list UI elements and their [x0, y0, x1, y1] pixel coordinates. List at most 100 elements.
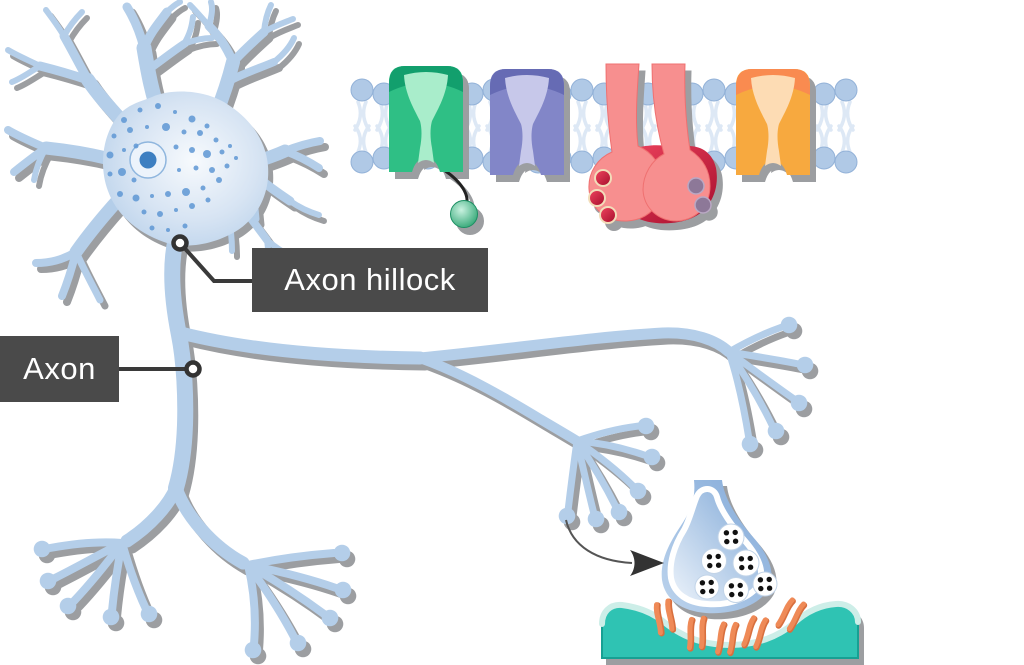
phospholipid-head — [834, 150, 858, 174]
receptor-prong — [653, 602, 663, 636]
nissl-speckle — [121, 117, 127, 123]
synaptic-vesicle — [694, 574, 720, 600]
neuron-process — [61, 9, 85, 39]
neuron-process — [14, 69, 48, 91]
purple-ion-channel-icon-pore — [505, 75, 549, 166]
axon-hillock-marker-dot — [171, 234, 189, 252]
receptor-icon — [653, 598, 677, 637]
synaptic-vesicles — [694, 523, 778, 603]
nissl-speckle — [173, 110, 177, 114]
nissl-speckle — [197, 130, 203, 136]
terminal-bouton — [33, 540, 51, 558]
nissl-speckle — [177, 168, 181, 172]
neuron-process — [43, 7, 67, 39]
nissl-speckle — [165, 191, 171, 197]
nissl-speckle — [137, 107, 143, 113]
receptor-icon — [741, 615, 770, 651]
green-ion-channel-icon — [389, 66, 463, 172]
neuron-process — [9, 63, 43, 85]
red-ion-channel-icon — [588, 63, 717, 224]
neuron-process — [233, 33, 274, 73]
terminal-bouton — [637, 417, 655, 435]
receptor-prong — [786, 601, 807, 632]
nissl-speckle — [219, 149, 225, 155]
neuron-process — [271, 35, 297, 65]
nissl-speckle — [162, 123, 170, 131]
neurotransmitter-dot — [766, 585, 773, 591]
nissl-speckle — [200, 185, 206, 191]
synaptic-vesicle — [717, 523, 745, 551]
neuron-process — [232, 64, 283, 90]
phospholipid-head — [834, 78, 858, 102]
nissl-speckle — [145, 125, 149, 129]
nissl-speckle — [132, 194, 140, 202]
neurotransmitter-dot — [732, 538, 739, 544]
neurotransmitter-dot — [700, 588, 706, 595]
neuron-process — [118, 539, 150, 613]
neuron-process — [72, 248, 104, 304]
neuron-process — [139, 7, 172, 53]
neuron-process — [228, 27, 269, 67]
dendrites — [4, 0, 803, 648]
neuron-process — [164, 0, 183, 15]
neurotransmitter-dot — [729, 591, 735, 598]
nissl-speckle — [118, 168, 126, 176]
nissl-speckle — [133, 143, 139, 149]
lipid-tail — [353, 124, 363, 154]
nissl-speckle — [141, 209, 147, 215]
receptor-icon — [775, 597, 808, 633]
receptor-prong — [753, 617, 768, 649]
neurotransmitter-dot — [766, 576, 772, 583]
neurotransmitter-dot — [737, 591, 744, 597]
lipid-tail — [581, 124, 591, 154]
orange-ion-channel-icon-pore — [751, 75, 795, 166]
terminal-bouton — [780, 316, 798, 334]
lipid-tail — [845, 124, 855, 154]
synapse-detail — [599, 486, 861, 657]
terminal-bouton — [333, 544, 351, 562]
terminal-bouton — [558, 507, 576, 525]
nissl-speckle — [122, 148, 126, 152]
terminal-bouton — [244, 641, 262, 659]
phospholipid-head — [702, 78, 726, 102]
neurotransmitter-dot — [724, 538, 730, 545]
neuron-process — [186, 41, 220, 53]
axon-hillock-label: Axon hillock — [252, 248, 488, 312]
neurotransmitter-dot — [738, 556, 745, 562]
nissl-speckle — [224, 163, 230, 169]
nissl-speckle — [166, 228, 170, 232]
lipid-tail — [573, 124, 583, 154]
neuron-process — [415, 353, 582, 446]
neuron-process — [174, 326, 427, 365]
nissl-speckle — [213, 137, 219, 143]
synaptic-vesicle — [701, 548, 727, 574]
red-channel-pore — [694, 196, 712, 214]
lipid-tail — [713, 124, 723, 154]
terminal-bouton — [741, 435, 759, 453]
axon-hillock-connector-line — [178, 241, 252, 283]
terminal-bouton — [39, 572, 57, 590]
neuron-process — [244, 561, 328, 618]
neuron-process — [206, 0, 216, 29]
terminal-bouton — [643, 448, 661, 466]
nucleolus — [139, 151, 157, 169]
nissl-speckle — [189, 147, 195, 153]
terminal-bouton — [140, 605, 158, 623]
neuron-process — [144, 40, 188, 74]
neuron-process — [276, 41, 302, 71]
neurotransmitter-dot — [732, 529, 738, 536]
neuron-process — [169, 5, 188, 21]
terminal-bouton — [102, 608, 120, 626]
neurotransmitter-dot — [708, 579, 714, 586]
neuron-process — [36, 151, 54, 189]
receptor-icon — [715, 621, 740, 657]
neuron-process — [69, 193, 125, 259]
neuron-process — [74, 199, 130, 265]
terminal-bouton — [610, 503, 628, 521]
phospholipid-head — [570, 78, 594, 102]
nissl-speckle — [173, 144, 179, 150]
neurotransmitter-dot — [747, 555, 753, 562]
receptors — [653, 597, 808, 657]
green-ion-channel-icon-pore — [404, 72, 448, 163]
